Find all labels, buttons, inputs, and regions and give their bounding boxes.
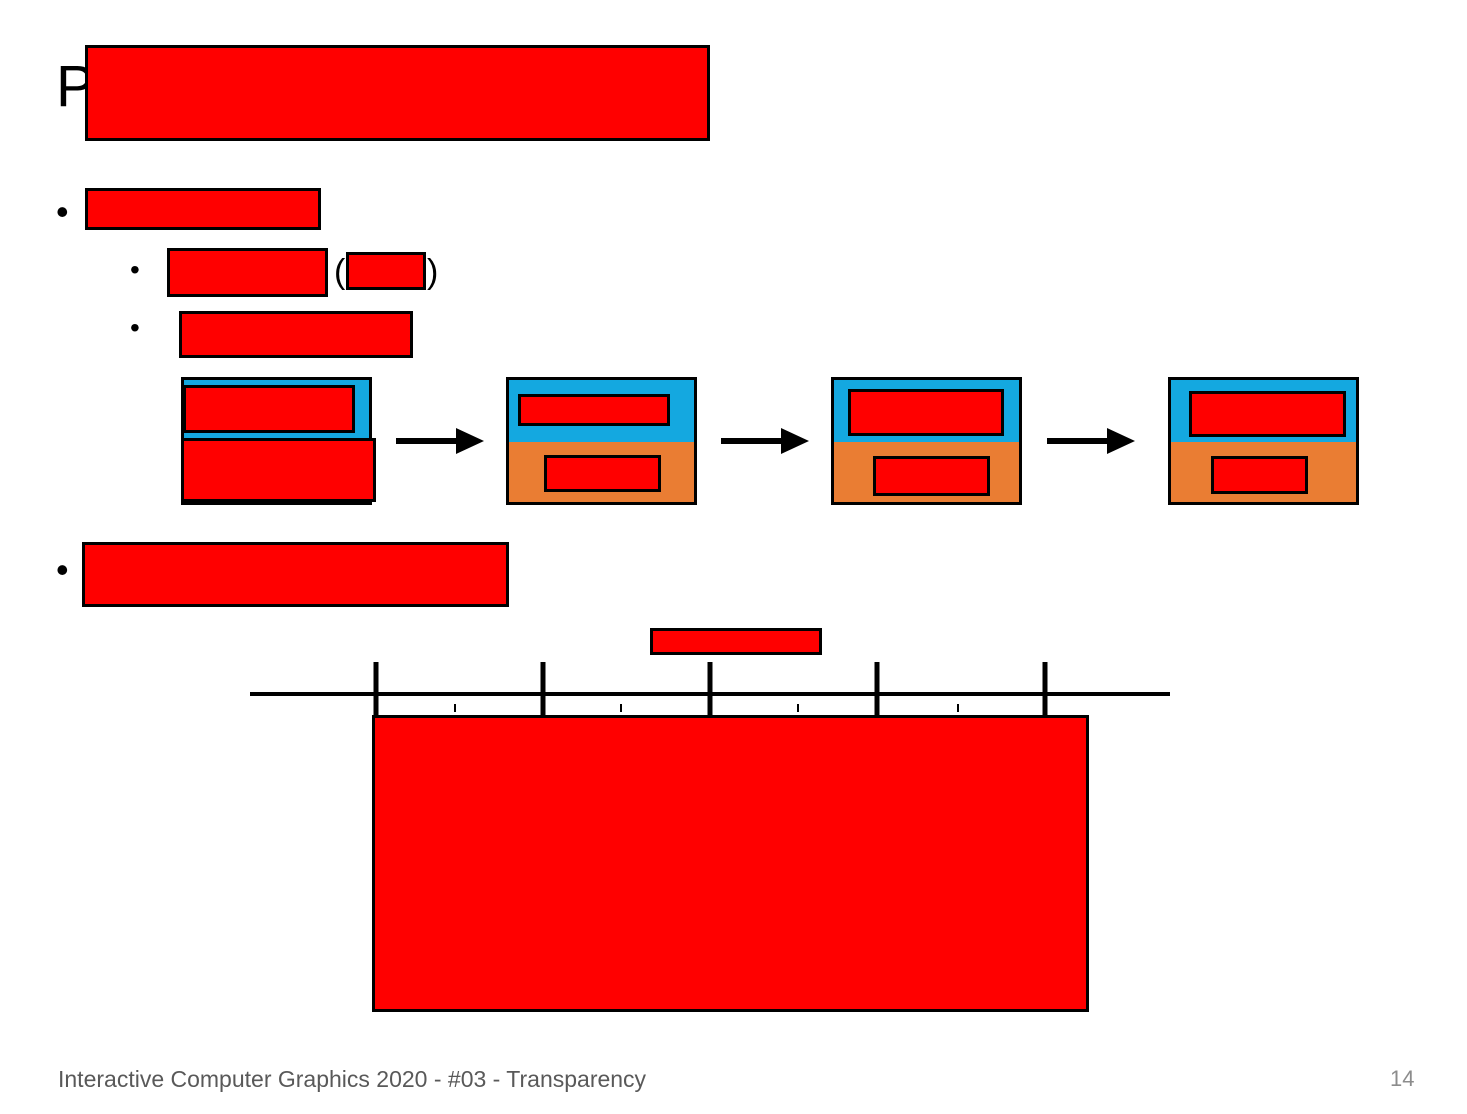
redacted-panel-label	[181, 438, 376, 502]
redacted-panel-label	[873, 456, 990, 496]
redacted-panel-label	[183, 385, 355, 433]
redacted-bullet-text	[85, 188, 321, 230]
bullet-marker: •	[56, 549, 69, 590]
arrow-right-icon	[396, 428, 484, 454]
slide-footer: Interactive Computer Graphics 2020 - #03…	[58, 1066, 647, 1092]
redacted-title	[85, 45, 710, 141]
paren-close: )	[427, 253, 439, 291]
redacted-panel-label	[518, 394, 670, 426]
page-number: 14	[1390, 1066, 1415, 1091]
redacted-panel-label	[1189, 391, 1346, 437]
redacted-bullet-text	[82, 542, 509, 607]
redacted-sub-bullet-text	[167, 248, 328, 297]
redacted-sub-bullet-text	[179, 311, 413, 358]
paren-open: (	[334, 253, 346, 291]
arrow-right-icon	[721, 428, 809, 454]
redacted-paren-text	[346, 252, 426, 290]
redacted-diagram-area	[372, 715, 1089, 1012]
timeline-axis	[250, 662, 1170, 716]
bullet-marker: •	[56, 191, 69, 232]
redacted-panel-label	[544, 455, 661, 492]
arrow-right-icon	[1047, 428, 1135, 454]
redacted-panel-label	[848, 389, 1004, 436]
redacted-panel-label	[1211, 456, 1308, 494]
redacted-timeline-label	[650, 628, 822, 655]
sub-bullet-marker: •	[130, 254, 140, 285]
sub-bullet-marker: •	[130, 312, 140, 343]
